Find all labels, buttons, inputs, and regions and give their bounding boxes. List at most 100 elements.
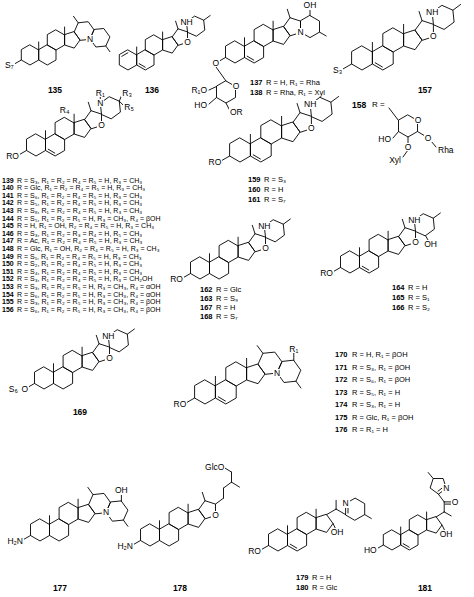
ring	[383, 530, 400, 550]
ring	[188, 510, 205, 528]
ring	[250, 138, 271, 162]
substituent-text: R = S₇	[264, 196, 286, 204]
bond-line	[444, 512, 451, 516]
ring	[409, 515, 426, 535]
compound-number: 180	[296, 584, 309, 592]
ring	[230, 138, 251, 162]
atom-label: N	[342, 499, 350, 508]
substituent-text: R = R₁ = H	[352, 426, 388, 434]
substituent-text: R = S₈, R₁ = R₂ = R₄ = R₅ = H, R₃ = CH₃	[17, 207, 142, 214]
atom-label: N	[442, 484, 450, 493]
bond-line	[331, 97, 339, 103]
bond-line	[223, 488, 224, 498]
bond-line	[426, 512, 427, 520]
bond-line	[316, 509, 317, 518]
compound-number: 173	[335, 389, 348, 397]
atom-label: R₃	[121, 89, 133, 98]
ring	[269, 529, 288, 551]
substituent-text: R = S₆, R₁ = R₂ = R₅ = H, R₃ = CH₃, R₄ =…	[17, 291, 161, 298]
ring	[341, 251, 360, 273]
compound-number: 150	[2, 260, 14, 267]
bond-line	[287, 9, 290, 17]
bond-line	[244, 38, 245, 47]
ring	[145, 35, 162, 55]
bond-line	[444, 502, 445, 512]
ring	[163, 37, 178, 53]
compound-number: 157	[418, 86, 432, 95]
atom-label: N	[273, 369, 281, 378]
atom-label: Xyl	[388, 156, 402, 165]
compound-number: 153	[2, 283, 14, 290]
atom-label: N	[102, 508, 110, 517]
bond-line	[96, 335, 99, 343]
bond-line	[362, 266, 369, 270]
compound-number: 177	[53, 584, 67, 593]
bond-line	[162, 32, 163, 40]
compound-number: 181	[418, 584, 432, 593]
atom-label: O	[105, 354, 114, 363]
bond-line	[53, 364, 54, 373]
atom-label: OH	[303, 1, 318, 10]
atom-label: O	[414, 116, 423, 125]
ring	[55, 118, 74, 140]
compound-number: 143	[2, 207, 14, 214]
ring	[254, 25, 273, 47]
ring	[119, 50, 136, 70]
compound-number: 135	[48, 86, 62, 95]
atom-label: O	[183, 38, 192, 47]
atom-label: NH	[303, 100, 317, 109]
bond-line	[74, 114, 75, 123]
bond-line	[252, 225, 255, 233]
bond-line	[296, 381, 301, 388]
ring	[247, 364, 265, 383]
bond-line	[253, 155, 260, 159]
compound-number: 137	[250, 79, 263, 87]
atom-label: S₃	[332, 66, 343, 75]
atom-label: HO	[193, 101, 208, 110]
compound-number: 174	[335, 401, 348, 409]
substituent-text: R = S₅, R₁ = R₂ = R₄ = R₅ = H, R₃ = CH₃	[17, 199, 142, 206]
atom-label: O	[21, 385, 30, 394]
bond-line	[218, 397, 225, 401]
bond-line	[224, 482, 232, 488]
compound-number: 148	[2, 245, 14, 252]
atom-label: N	[86, 35, 94, 44]
bond-line	[336, 509, 346, 514]
bond-line	[297, 104, 300, 113]
bond-line	[320, 32, 327, 36]
bond-line	[123, 520, 128, 526]
ring	[352, 46, 373, 70]
atom-label: GlcO	[204, 463, 225, 472]
substituent-text: R = S₃, R₁ = R₂ = R₄ = R₅ = H, R₃ = CH₃	[17, 177, 142, 184]
atom-label: HO	[363, 546, 378, 555]
substituent-text: R = H, R₁ = Rha	[266, 79, 320, 87]
compound-number: 169	[73, 408, 87, 417]
substituent-text: R = S₂	[408, 304, 430, 312]
atom-label: NH	[425, 8, 439, 17]
ring	[245, 41, 264, 63]
substituent-text: R = S₁, R₁ = R₂ = R₄ = R₅ = H, R₃ = CH₃	[17, 253, 142, 260]
bond-line	[372, 42, 373, 52]
compound-number: 162	[200, 286, 213, 294]
ring	[78, 505, 95, 523]
atom-label: OH	[423, 240, 438, 249]
substituent-text: R = S₃, R₁ = R₂ = R₅ = H, R₃ = CH₃, R₄ =…	[17, 283, 161, 290]
bond-line	[247, 56, 254, 60]
compound-number: 167	[200, 304, 213, 312]
bond-line	[438, 494, 444, 502]
atom-label: RO	[169, 275, 184, 284]
compound-number: 136	[145, 86, 159, 95]
ring	[383, 28, 404, 52]
bond-line	[389, 108, 399, 121]
compound-number: 141	[2, 192, 14, 199]
ring	[82, 353, 99, 371]
substituent-text: R = S₄, R₁ = R₂ = R₄ = R₅ = H, R₃ = CH₃	[17, 268, 142, 275]
bond-line	[419, 12, 422, 21]
compound-number: 160	[248, 186, 261, 194]
ring	[169, 508, 188, 530]
bond-line	[428, 473, 433, 479]
ring	[21, 45, 38, 65]
compound-number: 168	[200, 313, 213, 321]
bond-line	[336, 500, 337, 509]
atom-label: HO	[377, 135, 392, 144]
